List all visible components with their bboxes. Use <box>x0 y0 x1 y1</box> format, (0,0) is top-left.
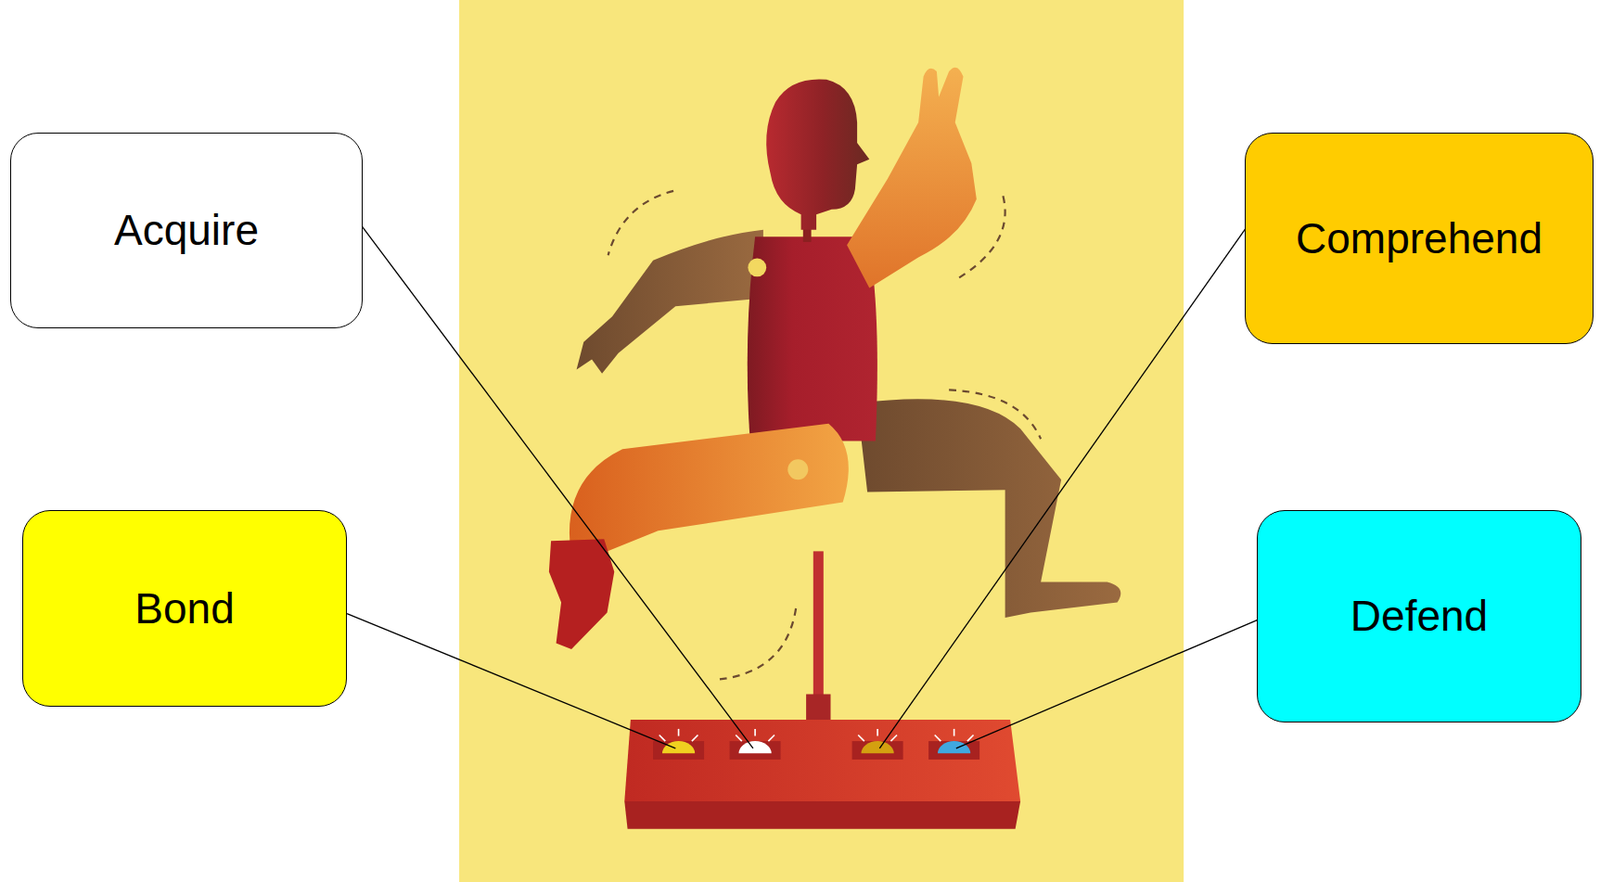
label-box: Defend <box>1256 510 1582 723</box>
box-label: Defend <box>1350 591 1488 641</box>
box-label: Bond <box>134 584 234 634</box>
box-label: Acquire <box>114 205 259 256</box>
raised-arm <box>846 67 977 289</box>
leader-lines <box>346 226 1258 748</box>
buttons <box>652 741 980 760</box>
back-arm <box>576 230 764 374</box>
motion-arcs <box>608 191 1041 680</box>
torso <box>747 236 878 441</box>
label-box: Bond <box>22 510 347 707</box>
shoulder-joint <box>747 257 767 277</box>
base-front <box>624 801 1021 830</box>
button-rays <box>659 729 974 742</box>
base-top <box>624 719 1021 802</box>
front-leg <box>569 423 849 573</box>
head <box>766 79 870 231</box>
illustration-ground <box>459 0 1184 882</box>
back-leg <box>857 398 1121 618</box>
boot <box>549 538 615 650</box>
label-box: Acquire <box>10 132 363 329</box>
label-box: Comprehend <box>1244 132 1594 345</box>
hip-joint <box>787 459 808 480</box>
box-label: Comprehend <box>1295 214 1543 264</box>
